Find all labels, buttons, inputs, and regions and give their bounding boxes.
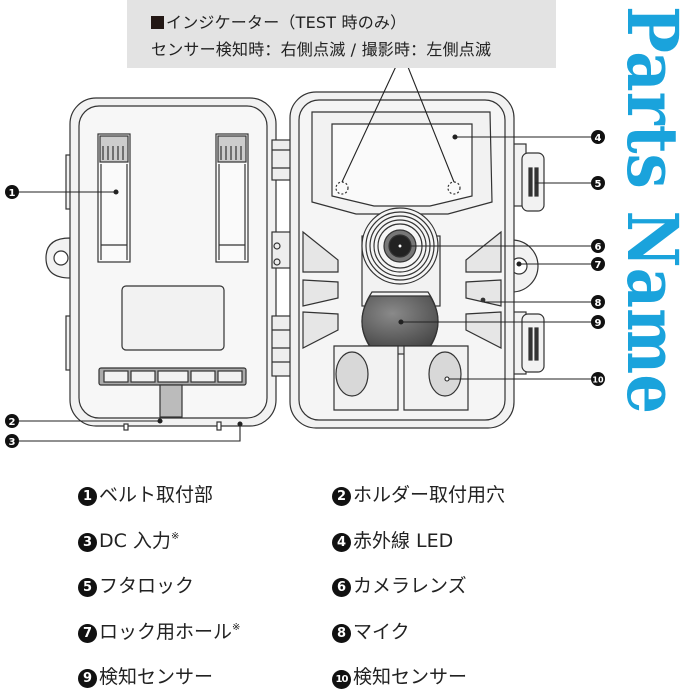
label-window <box>121 285 225 351</box>
legend-note: ※ <box>170 531 180 542</box>
page-title-svg: Parts Name <box>611 6 694 414</box>
legend-label: マイク <box>353 621 410 643</box>
svg-text:5: 5 <box>595 179 602 190</box>
legend-label: 検知センサー <box>99 666 214 688</box>
svg-text:4: 4 <box>595 133 602 144</box>
microphone <box>480 297 486 303</box>
legend-label: フタロック <box>99 575 195 597</box>
svg-text:9: 9 <box>595 318 602 329</box>
svg-text:1: 1 <box>9 188 16 199</box>
leader-lines <box>18 68 594 442</box>
back-cover <box>45 97 277 431</box>
detection-sensor-left <box>335 351 369 397</box>
indicator-led-left <box>335 181 349 195</box>
camera-lens <box>361 207 439 285</box>
page-title: Parts Name <box>611 2 700 422</box>
legend-note: ※ <box>232 622 241 633</box>
belt-slot-right <box>215 133 249 263</box>
callout-9: 9 <box>591 315 605 329</box>
indicator-heading: インジケーター（TEST 時のみ） <box>151 9 406 33</box>
callout-badges: 1 2 3 4 5 6 7 8 9 10 <box>5 130 605 448</box>
indicator-heading-text: インジケーター（TEST 時のみ） <box>166 13 407 32</box>
number-badge: 5 <box>78 578 97 597</box>
indicator-info-box: インジケーター（TEST 時のみ） センサー検知時：右側点滅 / 撮影時：左側点… <box>127 0 556 68</box>
callout-7: 7 <box>591 257 605 271</box>
number-badge: 10 <box>332 670 351 689</box>
legend-label: ホルダー取付用穴 <box>353 484 506 506</box>
front-body <box>289 91 545 429</box>
indicator-led-right <box>447 181 461 195</box>
page-title-text: Parts Name <box>612 6 694 414</box>
number-badge: 3 <box>78 533 97 552</box>
legend-label: ベルト取付部 <box>99 484 214 506</box>
number-badge: 9 <box>78 669 97 688</box>
callout-4: 4 <box>591 130 605 144</box>
svg-text:3: 3 <box>9 437 16 448</box>
number-badge: 4 <box>332 533 351 552</box>
cover-lock-top <box>511 143 545 212</box>
indicator-description: センサー検知時：右側点滅 / 撮影時：左側点滅 <box>151 40 492 59</box>
legend-label: 赤外線 LED <box>353 530 454 552</box>
svg-text:10: 10 <box>592 376 604 385</box>
number-badge: 8 <box>332 624 351 643</box>
callout-8: 8 <box>591 295 605 309</box>
legend-label: DC 入力 <box>99 530 171 552</box>
hanger-hole <box>53 250 69 266</box>
number-badge: 7 <box>78 624 97 643</box>
callout-1: 1 <box>5 185 19 199</box>
camera-diagram: 1 2 3 4 5 6 7 8 9 10 <box>5 68 605 448</box>
detection-sensor-right <box>428 351 462 397</box>
svg-text:7: 7 <box>595 260 602 271</box>
callout-3: 3 <box>5 434 19 448</box>
callout-2: 2 <box>5 414 19 428</box>
legend-label: 検知センサー <box>353 666 468 688</box>
cover-lock-bottom <box>511 311 545 375</box>
number-badge: 2 <box>332 487 351 506</box>
strap-cable <box>159 384 183 418</box>
callout-5: 5 <box>591 176 605 190</box>
square-bullet-icon <box>151 16 164 29</box>
number-badge: 6 <box>332 578 351 597</box>
belt-slot-left <box>97 133 131 263</box>
legend-label: ロック用ホール <box>99 621 233 643</box>
svg-text:8: 8 <box>595 298 602 309</box>
legend-label: カメラレンズ <box>353 575 467 597</box>
ir-led-panel <box>331 123 473 207</box>
svg-text:2: 2 <box>9 417 16 428</box>
callout-6: 6 <box>591 239 605 253</box>
number-badge: 1 <box>78 487 97 506</box>
svg-text:6: 6 <box>595 242 602 253</box>
callout-10: 10 <box>591 372 605 386</box>
